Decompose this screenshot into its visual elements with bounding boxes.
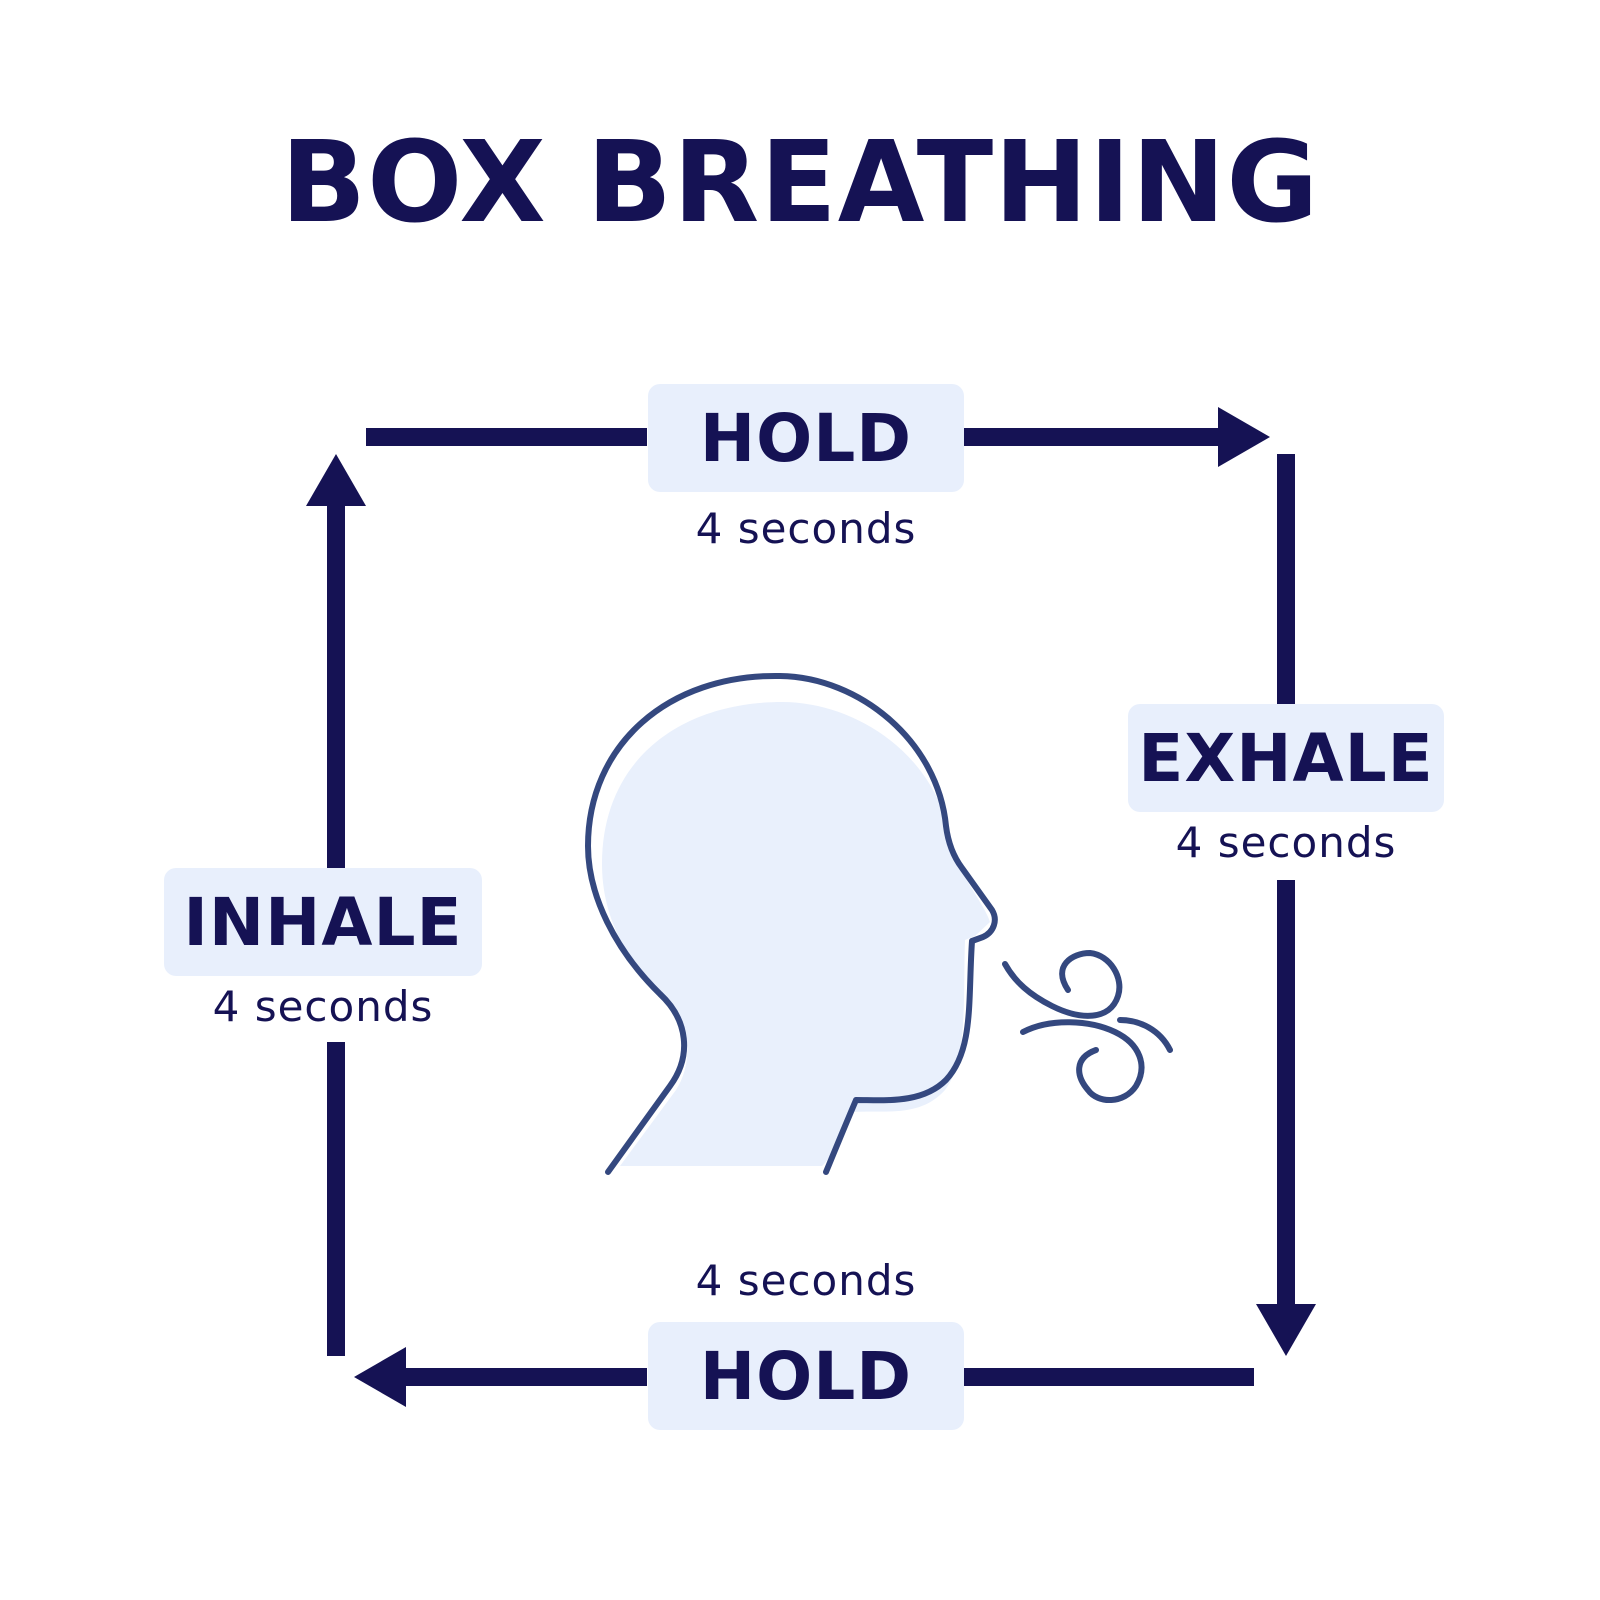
step-bottom-hold-label: HOLD xyxy=(699,1337,913,1415)
arrow-left-up xyxy=(306,454,366,1356)
step-right-exhale-box: EXHALE xyxy=(1128,704,1444,812)
step-top-hold-box: HOLD xyxy=(648,384,964,492)
step-top-hold-duration: 4 seconds xyxy=(695,504,917,553)
step-bottom-hold-box: HOLD xyxy=(648,1322,964,1430)
step-top-hold-label: HOLD xyxy=(699,399,913,477)
step-left-inhale-box: INHALE xyxy=(164,868,482,976)
step-right-exhale-label: EXHALE xyxy=(1138,719,1434,797)
arrow-bottom-left xyxy=(354,1347,1254,1407)
arrow-top-right xyxy=(366,407,1270,467)
step-bottom-hold-duration: 4 seconds xyxy=(695,1256,917,1305)
head-exhaling-icon xyxy=(585,672,1173,1175)
step-right-exhale-duration: 4 seconds xyxy=(1175,818,1397,867)
arrow-right-down xyxy=(1256,454,1316,1356)
page-title: BOX BREATHING xyxy=(280,118,1320,248)
step-left-inhale-duration: 4 seconds xyxy=(212,982,434,1031)
step-left-inhale-label: INHALE xyxy=(183,883,463,961)
